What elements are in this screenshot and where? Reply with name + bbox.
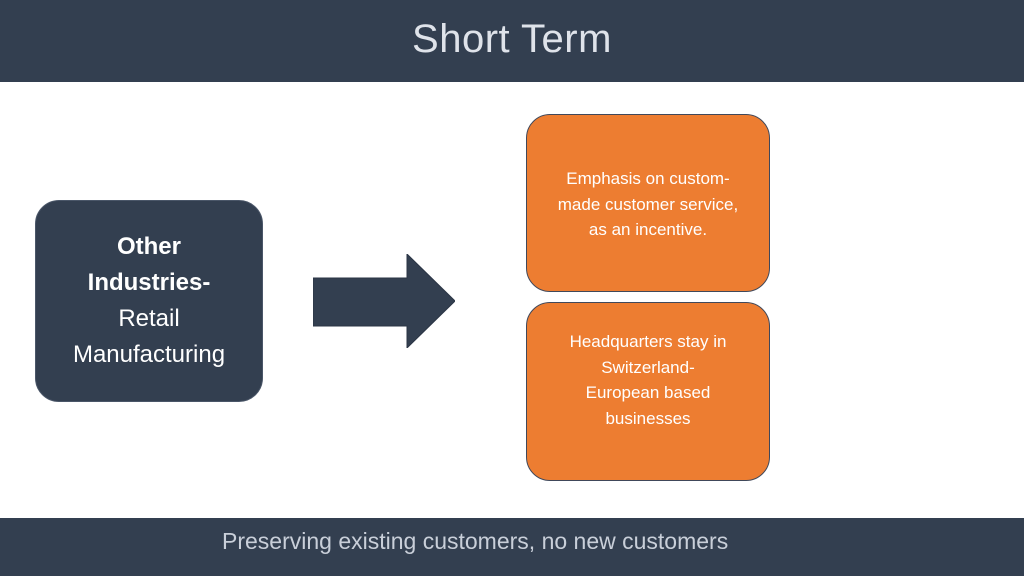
right-arrow-icon — [313, 254, 455, 348]
source-line-4: Manufacturing — [72, 341, 226, 368]
slide-title: Short Term — [412, 16, 612, 61]
title-bar: Short Term — [0, 0, 1024, 82]
result-2-line-3: European based — [585, 383, 711, 402]
right-arrow-shape — [313, 254, 455, 348]
result-2-line-1: Headquarters stay in — [569, 332, 727, 351]
result-box-customer-service: Emphasis on custom- made customer servic… — [526, 114, 770, 292]
result-box-headquarters: Headquarters stay in Switzerland- Europe… — [526, 302, 770, 481]
source-line-3: Retail — [118, 305, 180, 332]
source-line-2: Industries- — [87, 269, 211, 296]
source-line-1: Other — [116, 233, 181, 260]
result-1-line-2: made customer service, — [557, 194, 739, 214]
result-2-line-4: businesses — [605, 408, 691, 428]
source-box-other-industries: Other Industries- Retail Manufacturing — [35, 200, 263, 402]
footer-caption: Preserving existing customers, no new cu… — [222, 528, 729, 554]
result-2-line-2: Switzerland- — [601, 357, 695, 377]
result-1-line-3: as an incentive. — [588, 220, 708, 239]
result-1-line-1: Emphasis on custom- — [566, 169, 730, 188]
footer-bar: Preserving existing customers, no new cu… — [0, 518, 1024, 576]
